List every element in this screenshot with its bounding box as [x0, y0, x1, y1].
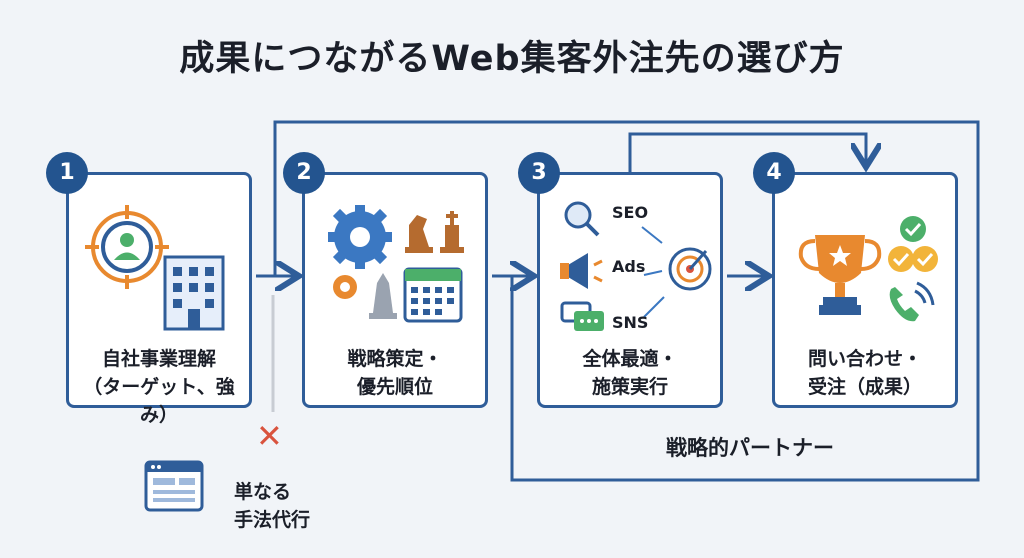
agency-line2: 手法代行 [234, 509, 311, 531]
step-badge-3: 3 [518, 152, 560, 194]
step-4-label: 問い合わせ・ 受注（成果） [775, 345, 955, 401]
step-2-line1: 戦略策定・ [347, 348, 443, 370]
step-3-line1: 全体最適・ [582, 348, 678, 370]
cross-mark: ✕ [256, 417, 283, 455]
step-3-icons [560, 201, 712, 331]
phone-icon [889, 281, 935, 322]
calendar-icon [403, 267, 463, 323]
step-3-label: 全体最適・ 施策実行 [540, 345, 720, 401]
step-1-icons [85, 205, 225, 331]
step-badge-2: 2 [283, 152, 325, 194]
step-4-line1: 問い合わせ・ [807, 348, 922, 370]
agency-line1: 単なる [234, 481, 292, 503]
step-badge-4: 4 [753, 152, 795, 194]
agency-label: 単なる 手法代行 [234, 478, 310, 534]
target-person-icon [85, 205, 169, 289]
step-1-label: 自社事業理解 （ターゲット、強み） [69, 345, 249, 429]
arrow-3-4-top [628, 132, 866, 172]
chat-bubble-icon [560, 301, 604, 331]
step-3-line2: 施策実行 [591, 376, 668, 398]
step-card-2: 戦略策定・ 優先順位 [302, 172, 488, 408]
check-coin-icon [888, 216, 938, 272]
step-card-3: SEO Ads SNS 全体最適・ 施策実行 [537, 172, 723, 408]
channel-ads: Ads [612, 257, 646, 276]
step-2-label: 戦略策定・ 優先順位 [305, 345, 485, 401]
browser-window-icon [144, 460, 204, 512]
partner-label: 戦略的パートナー [666, 436, 834, 460]
magnifier-icon [564, 201, 600, 237]
office-building-icon [163, 255, 225, 331]
page-title: 成果につながるWeb集客外注先の選び方 [179, 39, 845, 79]
step-4-icons [798, 216, 938, 322]
step-2-line2: 優先順位 [356, 376, 433, 398]
step-2-icons [328, 205, 464, 323]
partner-loop-outer [273, 120, 980, 482]
step-card-4: 問い合わせ・ 受注（成果） [772, 172, 958, 408]
step-badge-1: 1 [46, 152, 88, 194]
trophy-icon [798, 235, 882, 315]
gear-icon [328, 205, 392, 299]
step-1-line2: （ターゲット、強み） [83, 376, 235, 426]
step-card-1: 自社事業理解 （ターゲット、強み） [66, 172, 252, 426]
step-4-line2: 受注（成果） [807, 376, 922, 398]
chess-icon [369, 211, 464, 319]
channel-sns: SNS [612, 313, 649, 332]
step-1-line1: 自社事業理解 [101, 348, 216, 370]
megaphone-icon [560, 253, 603, 289]
target-icon [668, 247, 712, 291]
channel-seo: SEO [612, 203, 649, 222]
channel-arrows [641, 226, 665, 318]
